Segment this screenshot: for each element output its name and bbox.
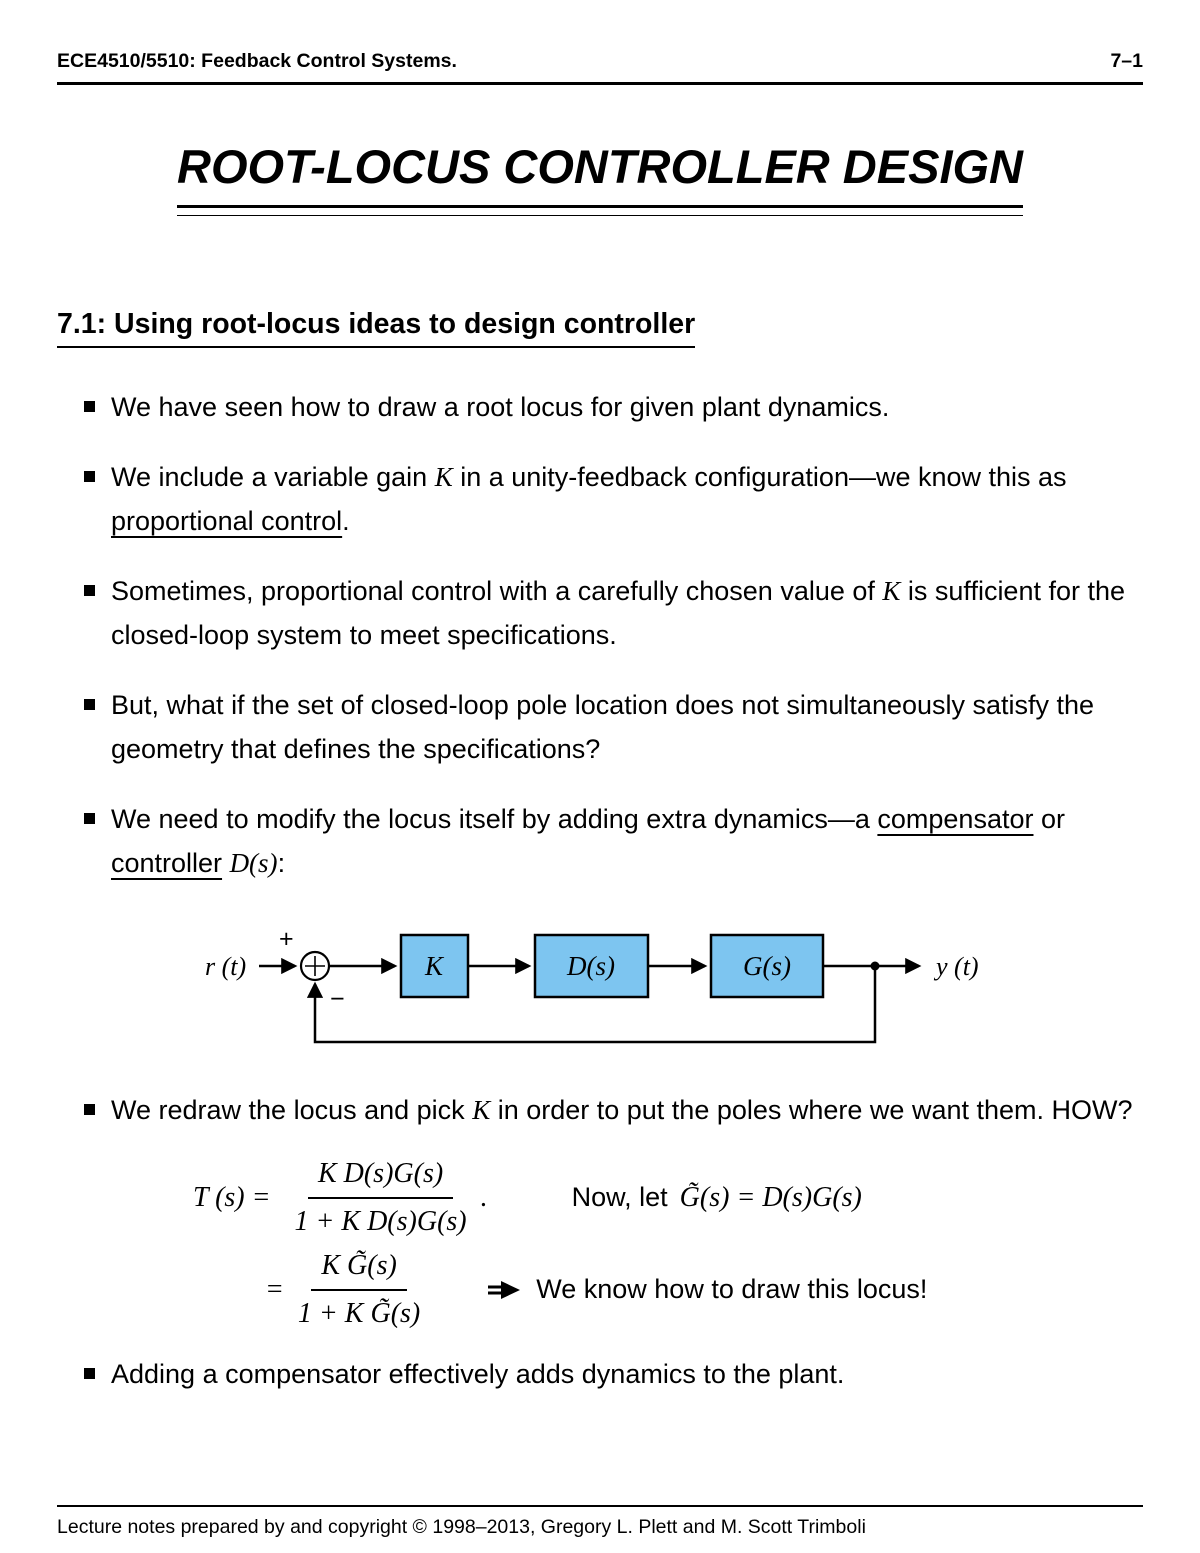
bullet-text: Adding a compensator effectively adds dy… <box>111 1352 1143 1396</box>
bullet-text: We redraw the locus and pick K in order … <box>111 1088 1143 1132</box>
underlined-text: proportional control <box>111 505 343 536</box>
bullet-text: We have seen how to draw a root locus fo… <box>111 385 1143 429</box>
plain-text: in a unity-feedback configuration—we kno… <box>452 461 1067 492</box>
bullet-list-bottom: Adding a compensator effectively adds dy… <box>57 1352 1143 1396</box>
equation-period: . <box>480 1181 488 1213</box>
equals-sign: = <box>265 1273 284 1305</box>
bullet-item: But, what if the set of closed-loop pole… <box>84 683 1143 771</box>
copyright-text: Lecture notes prepared by and copyright … <box>57 1516 866 1538</box>
bullet-square-icon <box>84 470 95 482</box>
bullet-item: We redraw the locus and pick K in order … <box>84 1088 1143 1132</box>
plain-text: or <box>1033 803 1065 834</box>
footer-rule <box>57 1504 1143 1507</box>
bullet-item: We need to modify the locus itself by ad… <box>84 797 1143 885</box>
plain-text: Adding a compensator effectively adds dy… <box>111 1358 845 1389</box>
title-block: ROOT-LOCUS CONTROLLER DESIGN <box>57 139 1143 216</box>
plain-text: Sometimes, proportional control with a c… <box>111 575 883 606</box>
plus-sign: + <box>279 925 294 953</box>
bullet-item: We have seen how to draw a root locus fo… <box>84 385 1143 429</box>
bullet-text: We need to modify the locus itself by ad… <box>111 797 1143 885</box>
course-title: ECE4510/5510: Feedback Control Systems. <box>57 50 457 72</box>
math-text: K <box>434 461 453 492</box>
plant-block-label: G(s) <box>743 951 791 981</box>
math-text: D(s) <box>229 847 278 878</box>
page-footer: Lecture notes prepared by and copyright … <box>57 1504 1143 1540</box>
bullet-square-icon <box>84 1103 95 1115</box>
bullet-square-icon <box>84 1367 95 1379</box>
page-title: ROOT-LOCUS CONTROLLER DESIGN <box>177 139 1023 193</box>
plain-text: But, what if the set of closed-loop pole… <box>111 689 1095 764</box>
fraction-2-numerator: K G̃(s) <box>311 1250 407 1291</box>
math-text: K <box>472 1094 491 1125</box>
bullet-text: But, what if the set of closed-loop pole… <box>111 683 1143 771</box>
math-text: K <box>882 575 901 606</box>
feedback-path <box>306 965 877 1043</box>
bullet-list-top: We have seen how to draw a root locus fo… <box>57 385 1143 885</box>
fraction-1: K D(s)G(s) 1 + K D(s)G(s) <box>285 1158 477 1238</box>
now-let-label: Now, let <box>571 1182 668 1212</box>
plain-text: We have seen how to draw a root locus fo… <box>111 391 890 422</box>
plain-text: We need to modify the locus itself by ad… <box>111 803 878 834</box>
bullet-square-icon <box>84 400 95 412</box>
bullet-item: Sometimes, proportional control with a c… <box>84 569 1143 657</box>
locus-note: We know how to draw this locus! <box>536 1274 928 1304</box>
header-rule <box>57 82 1143 85</box>
bullet-item: Adding a compensator effectively adds dy… <box>84 1352 1143 1396</box>
bullet-text: Sometimes, proportional control with a c… <box>111 569 1143 657</box>
gain-block-label: K <box>424 951 445 981</box>
plain-text: We include a variable gain <box>111 461 435 492</box>
double-stem-right-arrow-icon <box>488 1280 521 1299</box>
fraction-2: K G̃(s) 1 + K G̃(s) <box>288 1250 430 1330</box>
plain-text: . <box>342 505 350 536</box>
output-signal-label: y (t) <box>933 952 979 981</box>
bullet-square-icon <box>84 812 95 824</box>
plain-text <box>222 848 230 878</box>
diagram-svg: r (t) + − K D(s) G(s) y (t) <box>205 925 979 1043</box>
bullet-list-middle: We redraw the locus and pick K in order … <box>57 1088 1143 1132</box>
controller-block-label: D(s) <box>566 951 615 981</box>
section-heading-text: 7.1: Using root-locus ideas to design co… <box>57 307 696 348</box>
minus-sign: − <box>330 985 345 1013</box>
bullet-item: We include a variable gain K in a unity-… <box>84 455 1143 543</box>
fraction-2-denominator: 1 + K G̃(s) <box>297 1297 421 1329</box>
equation-lhs: T (s) = <box>193 1181 271 1213</box>
page-header: ECE4510/5510: Feedback Control Systems. … <box>57 50 1143 73</box>
title-double-underline <box>177 204 1023 216</box>
bullet-text: We include a variable gain K in a unity-… <box>111 455 1143 543</box>
page-number: 7–1 <box>1110 50 1143 72</box>
plain-text: is sufficient for the closed-loop system… <box>111 575 1126 650</box>
section-heading: 7.1: Using root-locus ideas to design co… <box>57 307 1143 348</box>
underlined-text: compensator <box>877 803 1034 834</box>
title-inner: ROOT-LOCUS CONTROLLER DESIGN <box>177 139 1023 216</box>
underlined-text: controller <box>111 847 223 878</box>
plain-text: in order to put the poles where we want … <box>490 1094 1133 1125</box>
plain-text: We redraw the locus and pick <box>111 1094 473 1125</box>
block-diagram: r (t) + − K D(s) G(s) y (t) <box>203 911 1143 1068</box>
equation-row-2: = K G̃(s) 1 + K G̃(s) We know how to dra… <box>265 1250 1143 1330</box>
equations: T (s) = K D(s)G(s) 1 + K D(s)G(s) . Now,… <box>57 1158 1143 1330</box>
fraction-1-denominator: 1 + K D(s)G(s) <box>294 1205 467 1237</box>
plain-text: : <box>277 847 286 878</box>
bullet-square-icon <box>84 584 95 596</box>
plant-block <box>709 933 825 998</box>
equation-row-1: T (s) = K D(s)G(s) 1 + K D(s)G(s) . Now,… <box>193 1158 1143 1238</box>
input-signal-label: r (t) <box>205 952 246 981</box>
bullet-square-icon <box>84 698 95 710</box>
fraction-1-numerator: K D(s)G(s) <box>307 1158 454 1199</box>
gtilde-definition: G̃(s) = D(s)G(s) <box>679 1181 862 1213</box>
